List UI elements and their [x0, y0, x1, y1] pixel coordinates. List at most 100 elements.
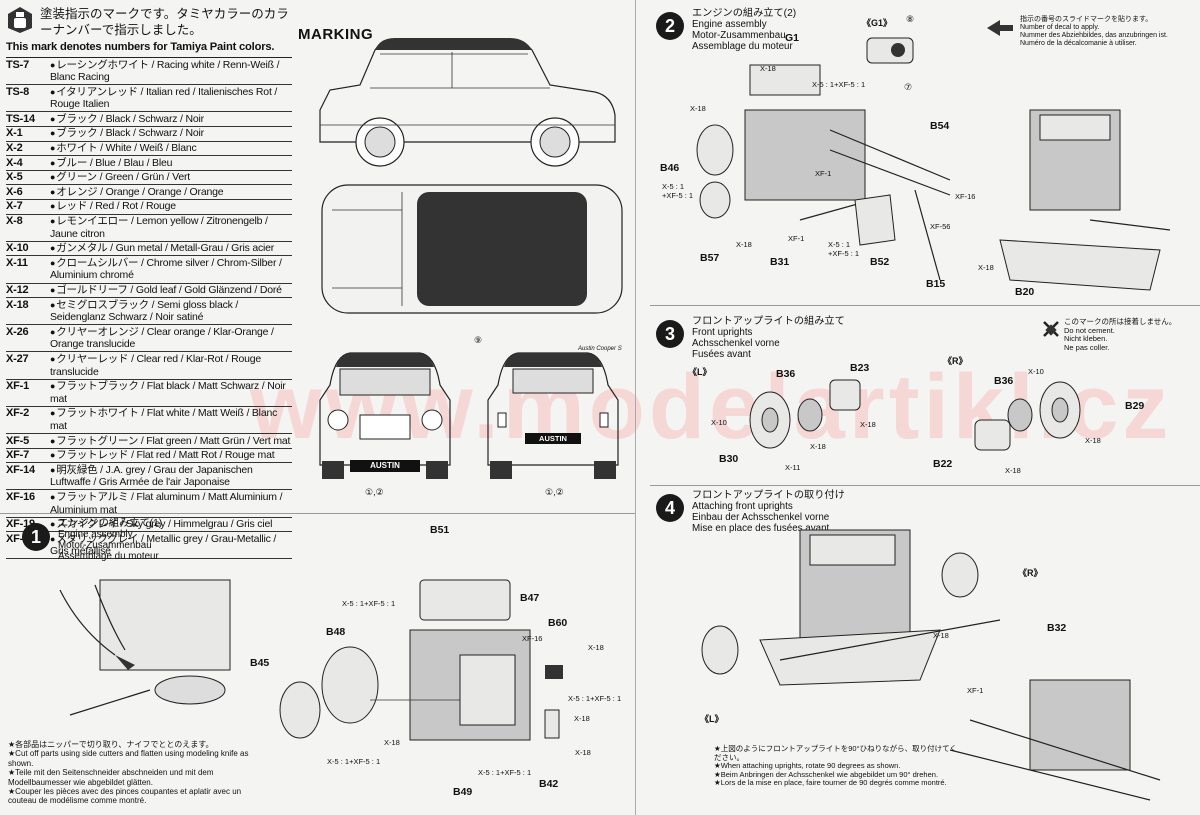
script-decal: Austin Cooper S: [578, 346, 622, 352]
step4-paint-1: X-18: [933, 631, 949, 640]
paint-code: X-10: [6, 241, 50, 257]
car-front-view: [319, 352, 451, 479]
paint-code: TS-14: [6, 111, 50, 127]
paint-name: セミグロスブラック / Semi gloss black / Seidengla…: [50, 297, 292, 326]
paint-row: XF-7フラットレッド / Flat red / Matt Rot / Roug…: [6, 448, 292, 464]
step2-paint-5: XF-1: [815, 169, 832, 178]
paint-row: X-10ガンメタル / Gun metal / Metall-Grau / Gr…: [6, 241, 292, 257]
paint-table: TS-7レーシングホワイト / Racing white / Renn-Weiß…: [6, 57, 292, 560]
step3-paint-3: X-11: [785, 463, 801, 472]
step3-paint-4: X-18: [860, 420, 876, 429]
part-b36-left: B36: [776, 368, 796, 380]
step2-paint-10: XF-56: [930, 222, 951, 231]
paint-row: XF-5フラットグリーン / Flat green / Matt Grün / …: [6, 433, 292, 449]
part-b32: B32: [1047, 622, 1067, 634]
paint-name: フラットホワイト / Flat white / Matt Weiß / Blan…: [50, 406, 292, 435]
car-side-view: [319, 38, 616, 167]
no-cement-de: Nicht kleben.: [1064, 334, 1108, 343]
legend-title-en: This mark denotes numbers for Tamiya Pai…: [6, 41, 275, 53]
step3-paint-5: X-10: [1028, 367, 1044, 376]
paint-code: X-4: [6, 155, 50, 171]
step3-left-label: 《L》: [688, 367, 712, 377]
step1-paint-7: X-5 : 1+XF-5 : 1: [327, 757, 381, 766]
paint-bottle-icon: [8, 7, 32, 33]
step-3-title: フロントアップライトの組み立て Front uprights Achsschen…: [692, 316, 845, 360]
step-2-title-en: Engine assembly: [692, 19, 767, 30]
part-g1: G1: [785, 32, 800, 44]
g1-sprue-label: 《G1》: [862, 18, 893, 28]
step-4-note-jp: ★上図のようにフロントアップライトを90°ひねりながら、取り付けてください。: [714, 744, 957, 762]
paint-name: ブラック / Black / Schwarz / Noir: [50, 111, 292, 127]
paint-row: XF-1フラットブラック / Flat black / Matt Schwarz…: [6, 379, 292, 407]
paint-row: TS-7レーシングホワイト / Racing white / Renn-Weiß…: [6, 57, 292, 86]
step-2-title-de: Motor-Zusammenbau: [692, 30, 786, 41]
paint-code: X-5: [6, 170, 50, 186]
paint-code: X-26: [6, 324, 50, 353]
step-3-title-de: Achsschenkel vorne: [692, 338, 780, 349]
paint-code: X-27: [6, 351, 50, 380]
decal-note: 指示の番号のスライドマークを貼ります。 Number of decal to a…: [1020, 16, 1168, 48]
paint-name: オレンジ / Orange / Orange / Orange: [50, 184, 292, 200]
step4-left-label: 《L》: [700, 714, 724, 724]
paint-name: ブルー / Blue / Blau / Bleu: [50, 155, 292, 171]
step-3-title-jp: フロントアップライトの組み立て: [692, 316, 845, 327]
step1-paint-3: X-18: [588, 643, 604, 652]
part-b46: B46: [660, 162, 680, 174]
part-b48: B48: [326, 626, 346, 638]
paint-code: TS-8: [6, 84, 50, 113]
paint-code: X-2: [6, 141, 50, 157]
paint-code: XF-5: [6, 433, 50, 449]
step3-right-label: 《R》: [943, 356, 968, 366]
left-upright-illustration: [749, 379, 861, 449]
rear-plate: AUSTIN: [525, 433, 581, 444]
paint-name: クリヤーレッド / Clear red / Klar-Rot / Rouge t…: [50, 351, 292, 380]
legend-header: 塗装指示のマークです。タミヤカラーのカラーナンバーで指示しました。: [6, 6, 292, 38]
paint-row: X-2ホワイト / White / Weiß / Blanc: [6, 141, 292, 157]
paint-name: ゴールドリーフ / Gold leaf / Gold Glänzend / Do…: [50, 283, 292, 299]
paint-name: グリーン / Green / Grün / Vert: [50, 170, 292, 186]
step4-paint-2: XF-1: [967, 686, 984, 695]
divider-left: [0, 513, 635, 514]
no-cement-jp: このマークの所は接着しません。: [1064, 317, 1177, 326]
paint-name: クロームシルバー / Chrome silver / Chrom-Silber …: [50, 255, 292, 284]
part-b54: B54: [930, 120, 950, 132]
part-b47: B47: [520, 592, 540, 604]
divider-right-1: [650, 305, 1200, 306]
step-2-title-fr: Assemblage du moteur: [692, 41, 793, 52]
decal-note-de: Nummer des Abziehbildes, das anzubringen…: [1020, 32, 1168, 39]
paint-name: フラットアルミ / Flat aluminum / Matt Aluminium…: [50, 489, 292, 518]
no-cement-en: Do not cement.: [1064, 325, 1115, 335]
part-b15: B15: [926, 278, 946, 290]
step3-paint-2: X-18: [810, 442, 826, 451]
step-1-title-de: Motor-Zusammenbau: [58, 540, 152, 551]
paint-name: ホワイト / White / Weiß / Blanc: [50, 141, 292, 157]
paint-row: X-12ゴールドリーフ / Gold leaf / Gold Glänzend …: [6, 283, 292, 299]
side-cutter-illustration: [59, 579, 231, 716]
decal-note-jp: 指示の番号のスライドマークを貼ります。: [1020, 16, 1153, 23]
part-b29: B29: [1125, 400, 1145, 412]
paint-name: フラットブラック / Flat black / Matt Schwarz / N…: [50, 379, 292, 407]
center-divider: [635, 0, 636, 815]
engine-assembly-1-illustration: [279, 579, 563, 741]
part-b57: B57: [700, 252, 720, 264]
paint-row: X-4ブルー / Blue / Blau / Bleu: [6, 155, 292, 171]
paint-code: XF-7: [6, 448, 50, 464]
step-1-note-jp: ★各部品はニッパーで切り取り、ナイフでととのえます。: [8, 740, 214, 749]
no-cement-icon: [1043, 321, 1059, 337]
paint-row: X-8レモンイエロー / Lemon yellow / Zitronengelb…: [6, 214, 292, 242]
step-4-title-jp: フロントアップライトの取り付け: [692, 490, 845, 501]
part-b60: B60: [548, 617, 568, 629]
paint-name: 明灰緑色 / J.A. grey / Grau der Japanischen …: [50, 462, 292, 491]
paint-code: X-1: [6, 126, 50, 142]
paint-name: レッド / Red / Rot / Rouge: [50, 199, 292, 215]
part-b49: B49: [453, 786, 473, 798]
step2-paint-3: X-18: [690, 104, 706, 113]
step3-paint-1: X-10: [711, 418, 727, 427]
paint-name: クリヤーオレンジ / Clear orange / Klar-Orange / …: [50, 324, 292, 353]
paint-code: TS-7: [6, 57, 50, 86]
g1-part-illustration: [866, 37, 914, 64]
step4-right-label: 《R》: [1018, 568, 1043, 578]
step1-paint-5: X-18: [574, 714, 590, 723]
step-3-title-en: Front uprights: [692, 327, 753, 338]
step1-paint-9: X-18: [575, 748, 591, 757]
